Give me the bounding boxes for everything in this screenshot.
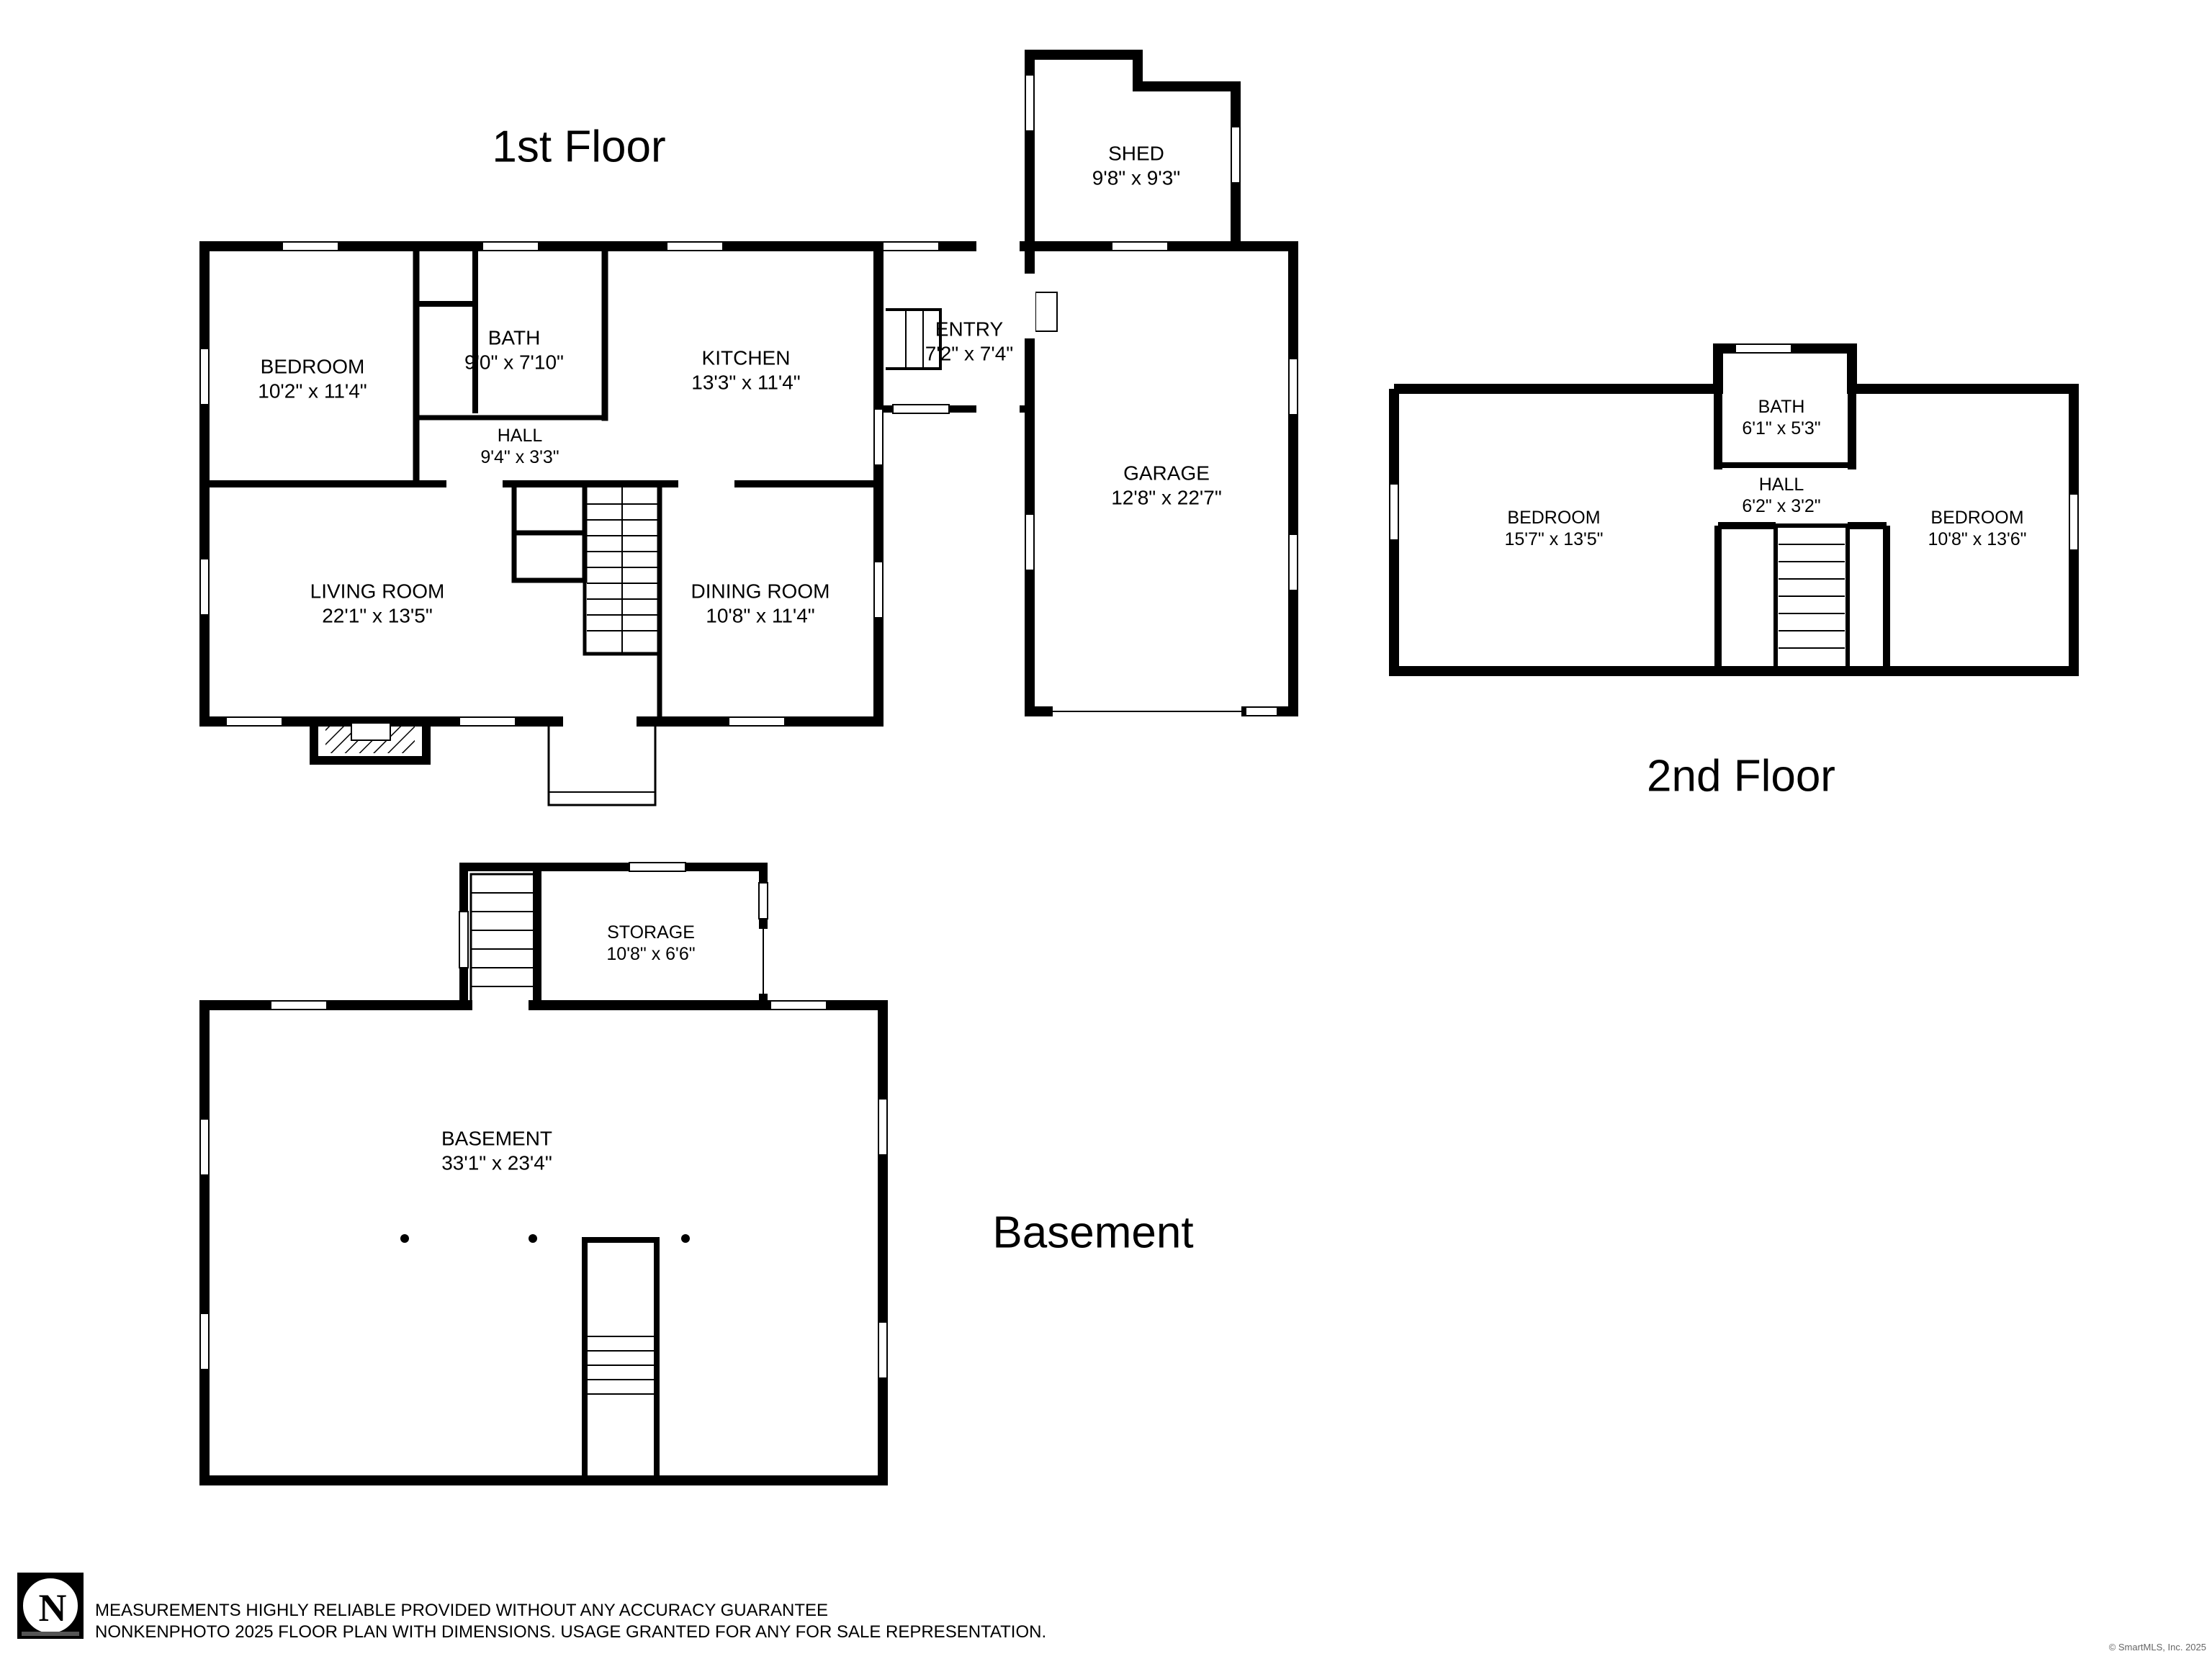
room-label-living-room: LIVING ROOM 22'1" x 13'5" bbox=[310, 580, 445, 626]
room-label-bedroom-2b: BEDROOM 10'8" x 13'6" bbox=[1928, 508, 2027, 549]
room-label-garage: GARAGE 12'8" x 22'7" bbox=[1111, 462, 1222, 508]
first-floor-plan bbox=[199, 240, 1035, 806]
room-label-hall-2: HALL 6'2" x 3'2" bbox=[1742, 475, 1821, 516]
n-circle-logo-icon: N bbox=[17, 1573, 84, 1639]
room-label-bedroom-1: BEDROOM 10'2" x 11'4" bbox=[258, 355, 367, 402]
bath-closet-wall bbox=[413, 243, 478, 307]
room-label-entry: ENTRY 7'2" x 7'4" bbox=[925, 318, 1014, 364]
room-label-kitchen: KITCHEN 13'3" x 11'4" bbox=[691, 346, 801, 393]
first-floor-stair-treads bbox=[587, 483, 657, 655]
footer-disclaimer: MEASUREMENTS HIGHLY RELIABLE PROVIDED WI… bbox=[95, 1600, 1046, 1643]
second-floor-plan bbox=[1389, 343, 2079, 676]
entry-steps bbox=[886, 308, 942, 370]
fireplace bbox=[310, 717, 431, 765]
shed-plan bbox=[1025, 50, 1241, 246]
footer-line-1: MEASUREMENTS HIGHLY RELIABLE PROVIDED WI… bbox=[95, 1601, 828, 1620]
logo-letter: N bbox=[38, 1586, 67, 1629]
room-label-hall-1: HALL 9'4" x 3'3" bbox=[480, 426, 559, 467]
first-floor-openings bbox=[446, 240, 1020, 727]
first-floor-windows bbox=[199, 241, 950, 727]
room-label-bath-2: BATH 6'1" x 5'3" bbox=[1742, 397, 1821, 439]
basement-support-posts bbox=[400, 1234, 690, 1243]
first-floor-title: 1st Floor bbox=[492, 122, 666, 172]
footer-line-2: NONKENPHOTO 2025 FLOOR PLAN WITH DIMENSI… bbox=[95, 1622, 1047, 1642]
basement-title: Basement bbox=[992, 1208, 1194, 1258]
basement-plan bbox=[199, 862, 888, 1485]
copyright-notice: © SmartMLS, Inc. 2025 bbox=[2108, 1642, 2206, 1653]
room-label-shed: SHED 9'8" x 9'3" bbox=[1092, 142, 1181, 189]
room-label-dining-room: DINING ROOM 10'8" x 11'4" bbox=[691, 580, 830, 626]
room-label-basement: BASEMENT 33'1" x 23'4" bbox=[441, 1127, 553, 1174]
room-label-bath-1: BATH 9'0" x 7'10" bbox=[464, 326, 564, 373]
room-label-storage: STORAGE 10'8" x 6'6" bbox=[606, 922, 696, 964]
room-label-bedroom-2a: BEDROOM 15'7" x 13'5" bbox=[1504, 508, 1604, 549]
garage-plan bbox=[1024, 241, 1298, 717]
second-floor-title: 2nd Floor bbox=[1647, 751, 1835, 801]
